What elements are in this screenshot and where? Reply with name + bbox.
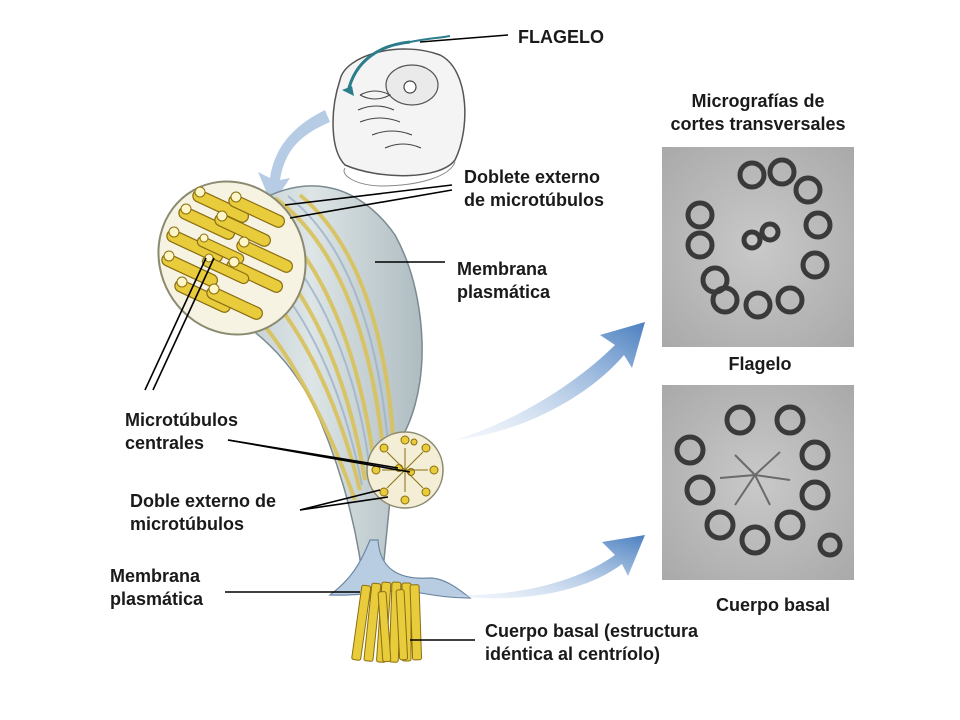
label-microtubulos-centrales-line1: Microtúbulos	[125, 410, 238, 430]
micrograph-cuerpo-basal	[662, 385, 854, 580]
label-doblete-externo-line2: de microtúbulos	[464, 190, 605, 210]
leader-lines	[144, 34, 509, 641]
label-cuerpo-basal-caption: Cuerpo basal	[715, 595, 831, 615]
arrow-to-basal-micrograph	[445, 535, 645, 599]
label-membrana-bottom: Membrana plasmática	[110, 565, 203, 611]
label-membrana-top: Membrana plasmática	[457, 258, 550, 304]
label-doblete-externo: Doblete externo de microtúbulos	[464, 166, 604, 212]
label-doble-externo-line1: Doble externo de	[130, 491, 277, 511]
label-cuerpo-basal-desc-line2: idéntica al centríolo)	[485, 644, 661, 664]
label-flagelo-top: FLAGELO	[518, 27, 604, 47]
micrograph-flagelo	[662, 147, 854, 347]
label-doble-externo: Doble externo de microtúbulos	[130, 490, 276, 536]
label-flagelo-caption: Flagelo	[728, 354, 792, 374]
cell-illustration	[332, 35, 466, 187]
label-micrografias-line2: cortes transversales	[670, 114, 846, 134]
label-membrana-bottom-line2: plasmática	[110, 589, 204, 609]
basal-body	[351, 581, 423, 663]
mid-cross-section	[366, 431, 444, 509]
flagellum-cross-section	[157, 180, 307, 336]
label-doble-externo-line2: microtúbulos	[130, 514, 245, 534]
arrow-to-flagelo-micrograph	[455, 322, 645, 440]
label-membrana-top-line1: Membrana	[457, 259, 548, 279]
label-cuerpo-basal-desc: Cuerpo basal (estructura idéntica al cen…	[485, 620, 698, 666]
label-micrografias: Micrografías de cortes transversales	[648, 90, 868, 136]
label-micrografias-line1: Micrografías de	[691, 91, 825, 111]
label-microtubulos-centrales-line2: centrales	[125, 433, 205, 453]
label-doblete-externo-line1: Doblete externo	[464, 167, 601, 187]
label-membrana-top-line2: plasmática	[457, 282, 551, 302]
label-microtubulos-centrales: Microtúbulos centrales	[125, 409, 238, 455]
label-cuerpo-basal-desc-line1: Cuerpo basal (estructura	[485, 621, 699, 641]
label-membrana-bottom-line1: Membrana	[110, 566, 201, 586]
zoom-arrow-cell	[258, 110, 330, 205]
